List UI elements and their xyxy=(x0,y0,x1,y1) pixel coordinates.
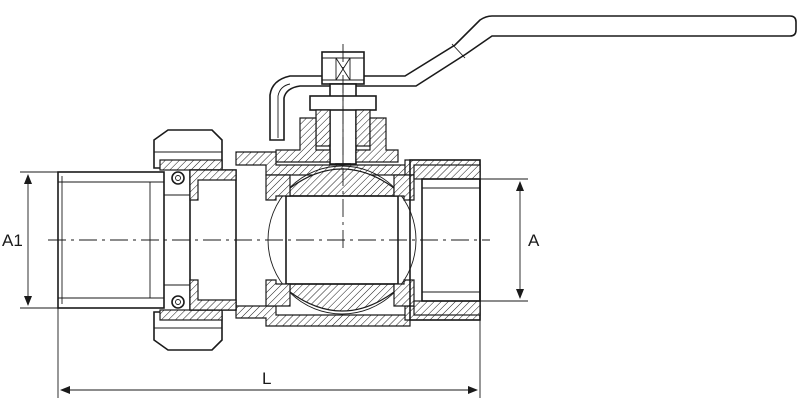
valve-neck xyxy=(275,117,399,163)
dimension-l: L xyxy=(57,308,481,398)
union-nut xyxy=(153,129,223,351)
valve-seats xyxy=(265,174,415,307)
union-tailpiece xyxy=(189,169,237,311)
dimension-a: A xyxy=(480,178,540,302)
valve-ball xyxy=(267,165,417,315)
dimension-a1: A1 xyxy=(2,171,58,309)
lever-handle xyxy=(269,15,797,141)
dimension-a1-label: A1 xyxy=(2,231,23,250)
outlet-female-end xyxy=(409,159,481,321)
dimension-l-label: L xyxy=(262,369,271,388)
dimension-a-label: A xyxy=(528,231,540,250)
o-rings xyxy=(171,171,185,309)
